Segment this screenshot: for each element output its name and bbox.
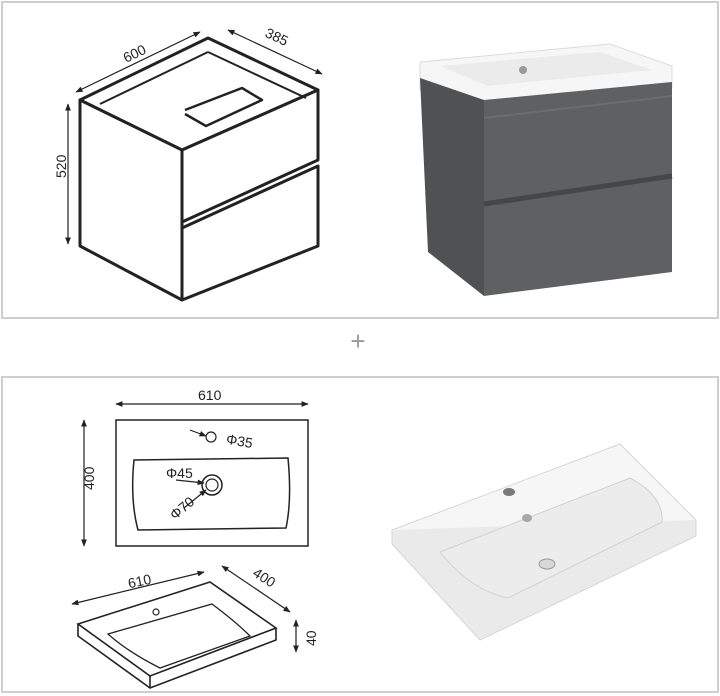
drain-outer-label: Φ70 [167,493,198,523]
basin-depth-label: 400 [250,564,278,590]
cabinet-dimension-lines [65,29,323,245]
basin-perspective-drawing [71,565,299,689]
cabinet-line-drawing [78,36,320,302]
plus-separator: + [350,326,366,356]
basin-top-view-drawing [81,401,309,547]
basin-width-label: 610 [126,571,152,592]
basin-thickness-label: 40 [303,630,319,646]
cabinet-height-label: 520 [53,154,69,178]
tap-hole-label: Φ35 [225,431,254,451]
basin-product-render [391,443,697,641]
basin-top-width-label: 610 [198,387,222,403]
cabinet-depth-label: 385 [263,24,291,48]
cabinet-width-label: 600 [120,41,148,66]
basin-top-depth-label: 400 [81,466,97,490]
cabinet-product-render [419,43,673,296]
drain-label: Φ45 [166,465,193,481]
